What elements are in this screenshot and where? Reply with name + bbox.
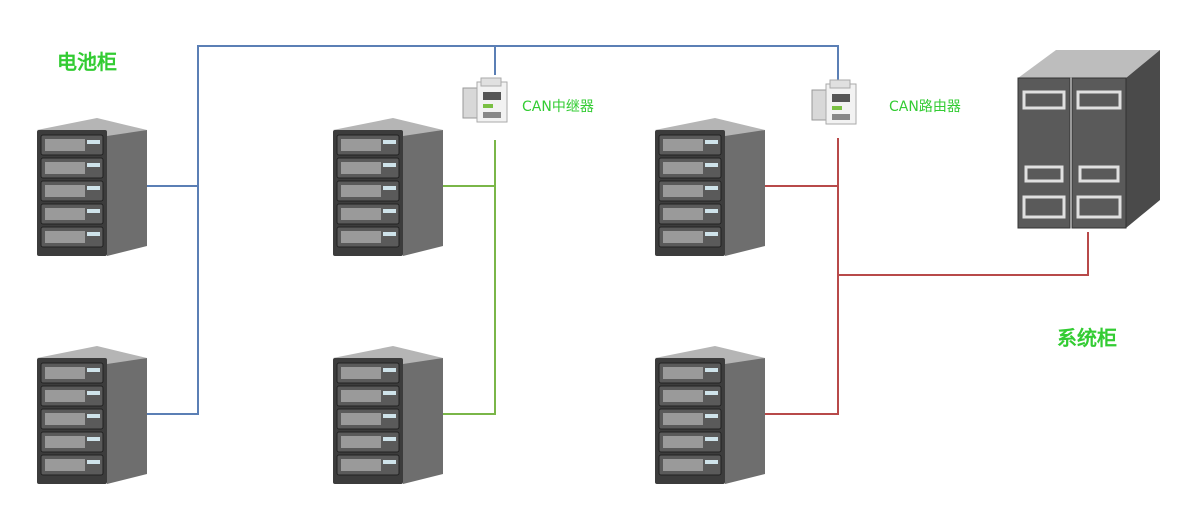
system-cabinet-label: 系统柜 [1057,326,1117,350]
blue-can-bus [147,45,839,415]
battery-cabinet-label: 电池柜 [57,50,117,74]
green-can-bus [443,140,496,415]
can-repeater-device-icon [462,77,508,123]
system-cabinet-icon [1017,50,1160,229]
can-router-label: CAN路由器 [889,99,961,115]
battery-rack-6 [654,345,766,485]
red-can-bus [765,138,1089,415]
battery-rack-2 [36,345,148,485]
can-router-device-icon [811,79,857,125]
battery-rack-1 [36,117,148,257]
can-repeater-label: CAN中继器 [522,99,594,115]
battery-rack-3 [332,117,444,257]
battery-rack-5 [654,117,766,257]
battery-rack-4 [332,345,444,485]
